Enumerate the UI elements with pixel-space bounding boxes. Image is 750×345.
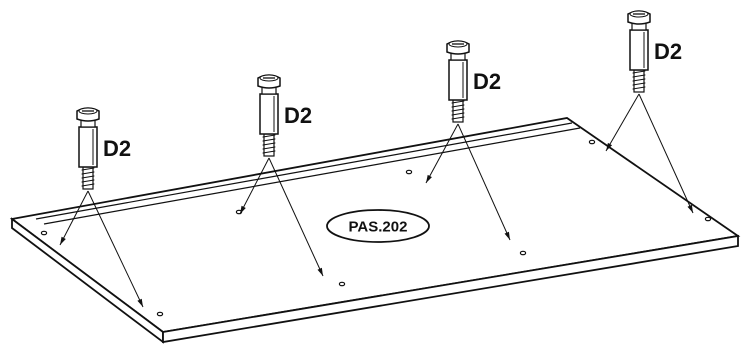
leader-line [638, 93, 694, 214]
board-groove-line [43, 127, 581, 225]
dowel-hole [405, 169, 413, 175]
arrowhead [504, 231, 510, 240]
leader-line [605, 93, 640, 152]
dowel-icon [76, 107, 100, 190]
arrowhead [426, 174, 432, 183]
leader-arrow [605, 93, 640, 152]
leader-lines [59, 93, 694, 308]
leader-line [87, 190, 144, 308]
leader-arrow [425, 123, 459, 184]
dowel-holes [40, 139, 712, 317]
arrowhead [137, 298, 143, 307]
dowel-icon [446, 40, 470, 123]
arrowhead [317, 267, 323, 276]
dowel-icon [257, 74, 281, 157]
dowel-hole [338, 281, 346, 287]
leader-line [457, 123, 511, 241]
leader-arrow [457, 123, 511, 241]
leader-arrow [87, 190, 144, 308]
leader-line [59, 190, 89, 246]
dowel-hole [588, 139, 596, 145]
leader-line [239, 157, 270, 215]
arrowhead [60, 236, 66, 245]
dowel-hole [519, 250, 527, 256]
leader-arrow [59, 190, 89, 246]
arrowhead [687, 204, 693, 213]
leader-arrow [638, 93, 694, 214]
dowel-hole [156, 311, 164, 317]
fastener-label: D2 [654, 39, 682, 64]
leader-line [268, 157, 324, 277]
leader-arrow [239, 157, 270, 215]
fastener-label: D2 [284, 103, 312, 128]
dowel-hole [704, 216, 712, 222]
leader-line [425, 123, 459, 184]
dowel-icon [627, 10, 651, 93]
arrowhead [240, 205, 246, 214]
fastener-label: D2 [473, 69, 501, 94]
panel-label: PAS.202 [349, 219, 408, 236]
board-right-edge [162, 234, 739, 344]
arrowhead [606, 142, 613, 151]
leader-arrow [268, 157, 324, 277]
board-groove-line [35, 122, 573, 220]
fastener-label: D2 [103, 136, 131, 161]
dowel-hole [40, 230, 48, 236]
panel-label-tag: PAS.202 [326, 209, 430, 243]
